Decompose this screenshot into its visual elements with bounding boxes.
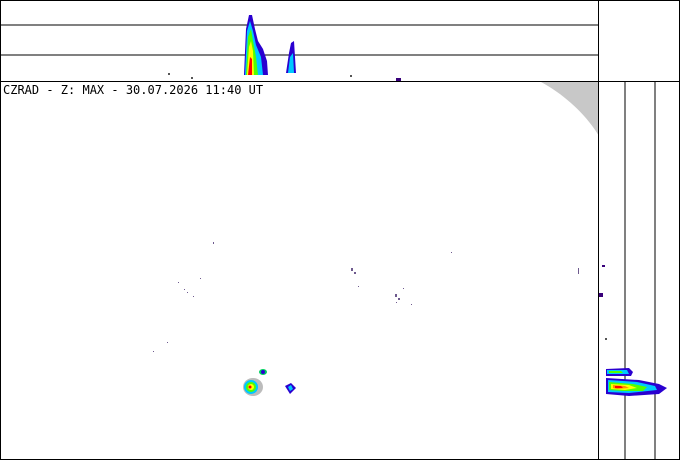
echo-speck [350, 75, 352, 77]
echo-column-main [244, 15, 268, 75]
echo-speck [602, 265, 605, 267]
corner-panel [598, 0, 680, 82]
echo-speck [191, 77, 193, 79]
echo-row-main [606, 378, 667, 396]
radar-map-graphic [153, 82, 598, 396]
echo-speck [605, 338, 607, 340]
echo-speck [396, 78, 401, 81]
echo-cell-main [243, 369, 267, 396]
echo-speck [599, 293, 603, 297]
echo-speck [168, 73, 170, 75]
echo-specks [153, 242, 579, 352]
map-title: CZRAD - Z: MAX - 30.07.2026 11:40 UT [3, 83, 264, 97]
echo-cell-secondary [285, 383, 296, 394]
side-max-projection-panel [598, 81, 680, 460]
outside-range-area [541, 82, 598, 135]
echo-row-secondary [606, 368, 633, 376]
echo-column-secondary [286, 41, 296, 73]
top-projection-graphic [1, 15, 598, 81]
radar-map-panel: CZRAD - Z: MAX - 30.07.2026 11:40 UT [0, 81, 599, 460]
top-max-projection-panel [0, 0, 599, 82]
side-projection-graphic [599, 82, 667, 459]
